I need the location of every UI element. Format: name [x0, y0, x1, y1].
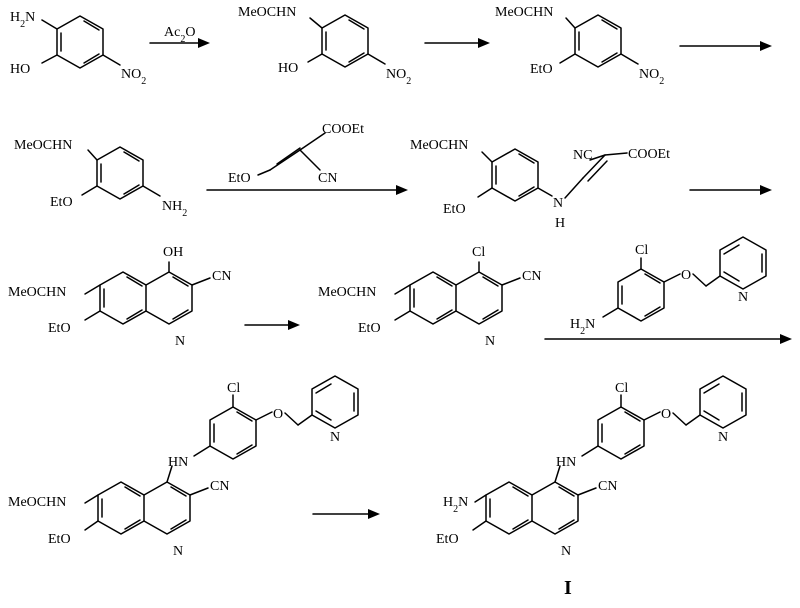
cyano-label: CN — [212, 269, 231, 284]
reaction-arrow-4 — [206, 185, 408, 195]
reagent-aniline-pyridylmethoxy: Cl O N H2N — [570, 236, 767, 337]
ester-label: COOEt — [628, 147, 670, 162]
hydroxy-label: OH — [163, 245, 183, 260]
ether-o-label: O — [661, 407, 671, 422]
ethoxy-label: EtO — [443, 202, 466, 217]
cyano-label: CN — [522, 269, 541, 284]
reaction-arrow-6 — [244, 320, 300, 330]
ether-o-label: O — [681, 268, 691, 283]
reaction-arrow-5 — [689, 185, 772, 195]
compound-label-I: I — [564, 577, 572, 599]
nitro-label: NO2 — [386, 67, 411, 87]
acetamido-label: MeOCHN — [410, 138, 468, 153]
compound-6: OH MeOCHN CN EtO N — [8, 245, 231, 349]
chloro-label: Cl — [635, 243, 648, 258]
reaction-arrow-8 — [312, 509, 380, 519]
ethoxy-label: EtO — [436, 532, 459, 547]
quinoline-n-label: N — [173, 544, 183, 559]
compound-4: MeOCHN EtO NH2 — [14, 138, 187, 219]
nitro-label: NO2 — [639, 67, 664, 87]
reagent-ethoxymethylene-cyanoacetate: COOEt EtO CN — [228, 122, 364, 186]
reaction-arrow-1: Ac2O — [149, 25, 210, 48]
quinoline-n-label: N — [561, 544, 571, 559]
chloro-label: Cl — [472, 245, 485, 260]
ethoxy-label: EtO — [358, 321, 381, 336]
amino-label: H2N — [443, 495, 468, 515]
pyridine-n-label: N — [330, 430, 340, 445]
amine-h-label: H — [555, 216, 565, 231]
quinoline-n-label: N — [175, 334, 185, 349]
hydroxy-label: HO — [278, 61, 298, 76]
acetamido-label: MeOCHN — [238, 5, 296, 20]
anilino-label: HN — [168, 455, 188, 470]
ethoxy-label: EtO — [228, 171, 251, 186]
ester-label: COOEt — [322, 122, 364, 137]
acetamido-label: MeOCHN — [495, 5, 553, 20]
ethoxy-label: EtO — [530, 62, 553, 77]
compound-8: Cl O N HN MeOCHN CN EtO N — [8, 375, 359, 559]
nitro-label: NO2 — [121, 67, 146, 87]
acetamido-label: MeOCHN — [14, 138, 72, 153]
acetamido-label: MeOCHN — [318, 285, 376, 300]
chloro-label: Cl — [227, 381, 240, 396]
amine-label: NH2 — [162, 199, 187, 219]
amino-label: H2N — [10, 10, 35, 30]
compound-3: MeOCHN EtO NO2 — [495, 5, 664, 87]
compound-2: MeOCHN HO NO2 — [238, 5, 411, 87]
compound-9-final-product: Cl O N HN H2N CN EtO N I — [436, 375, 747, 599]
pyridine-n-label: N — [718, 430, 728, 445]
pyridine-n-label: N — [738, 290, 748, 305]
amine-label: H2N — [570, 317, 595, 337]
acetic-anhydride-label: Ac2O — [164, 25, 195, 45]
nitrile-label: NC — [573, 148, 592, 163]
anilino-label: HN — [556, 455, 576, 470]
acetamido-label: MeOCHN — [8, 285, 66, 300]
chloro-label: Cl — [615, 381, 628, 396]
cyano-label: CN — [598, 479, 617, 494]
cyano-label: CN — [318, 171, 337, 186]
ether-o-label: O — [273, 407, 283, 422]
hydroxy-label: HO — [10, 62, 30, 77]
quinoline-n-label: N — [485, 334, 495, 349]
reaction-arrow-7 — [544, 334, 792, 344]
ethoxy-label: EtO — [50, 195, 73, 210]
compound-7: Cl MeOCHN CN EtO N — [318, 245, 541, 349]
reaction-arrow-3 — [679, 41, 772, 51]
cyano-label: CN — [210, 479, 229, 494]
ethoxy-label: EtO — [48, 532, 71, 547]
acetamido-label: MeOCHN — [8, 495, 66, 510]
reaction-arrow-2 — [424, 38, 490, 48]
ethoxy-label: EtO — [48, 321, 71, 336]
amine-n-label: N — [553, 196, 563, 211]
compound-1: H2N HO NO2 — [10, 10, 146, 87]
compound-5: MeOCHN NC COOEt EtO N H — [410, 138, 670, 231]
